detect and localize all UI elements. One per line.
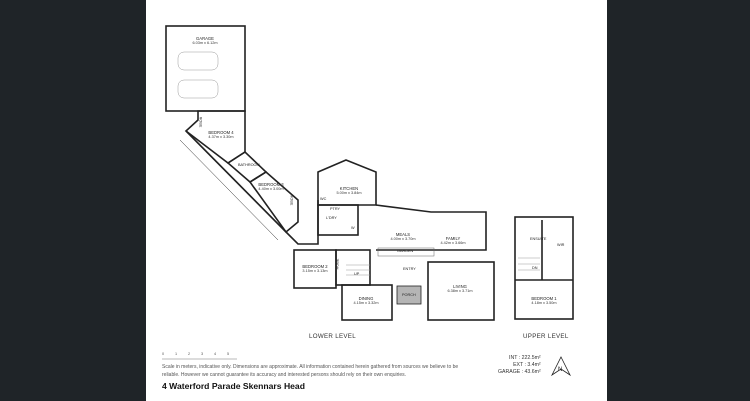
garden-strip: [377, 247, 435, 257]
dn-label: DN: [532, 266, 538, 270]
porch-label: PORCH: [402, 293, 416, 297]
wir-label: WIR: [557, 243, 565, 247]
property-address: 4 Waterford Parade Skennars Head: [162, 381, 305, 391]
scale-tick: 0: [162, 352, 165, 356]
garage-area: GARAGE : 43.6m²: [498, 369, 541, 375]
floor-plan-drawing: [165, 25, 574, 321]
diagonal-outer-wall: [185, 130, 287, 233]
area-summary: INT : 222.5m² EXT : 3.4m² GARAGE : 43.6m…: [498, 355, 541, 376]
internal-area: INT : 222.5m²: [509, 355, 541, 361]
bedroom3-walls: [248, 171, 299, 234]
scale-tick: 5: [227, 352, 230, 356]
dining-walls: [341, 284, 393, 321]
entry-walls: [335, 249, 371, 286]
up-label: UP: [354, 272, 360, 276]
upper-level-label: UPPER LEVEL: [523, 333, 569, 340]
lower-level-label: LOWER LEVEL: [309, 333, 356, 340]
ensuite-label: ENSUITE: [530, 237, 547, 241]
entry-label: ENTRY: [403, 267, 416, 271]
bathroom-walls: [226, 150, 268, 183]
upper-level-walls: [514, 216, 574, 320]
porch-fill: [396, 285, 422, 305]
scale-tick: 4: [214, 352, 217, 356]
scale-tick: 1: [175, 352, 178, 356]
laundry-walls: [317, 204, 359, 236]
north-compass-icon: N: [550, 356, 572, 377]
garden-label: GARDEN: [397, 249, 414, 253]
laundry-w-label: W: [351, 226, 355, 230]
disclaimer-text: Scale in meters, indicative only. Dimens…: [162, 364, 459, 378]
robe2-label: ROBE: [289, 194, 294, 206]
meals-family-walls: [375, 204, 487, 251]
compass-north-label: N: [558, 367, 563, 373]
hallway-walls: [285, 200, 319, 245]
pantry-label: PTRY: [330, 207, 341, 211]
kitchen-walls: [317, 159, 377, 206]
scale-tick: 3: [201, 352, 204, 356]
wc-label: WC: [320, 197, 327, 201]
laundry-label: L'DRY: [326, 216, 337, 220]
scale-tick: 2: [188, 352, 191, 356]
robe1-label: ROBE: [198, 116, 203, 128]
bathroom-label: BATHROOM: [238, 163, 260, 167]
robe3-label: ROBE: [335, 258, 340, 270]
external-area: EXT : 3.4m²: [513, 362, 541, 368]
living-walls: [427, 261, 495, 321]
